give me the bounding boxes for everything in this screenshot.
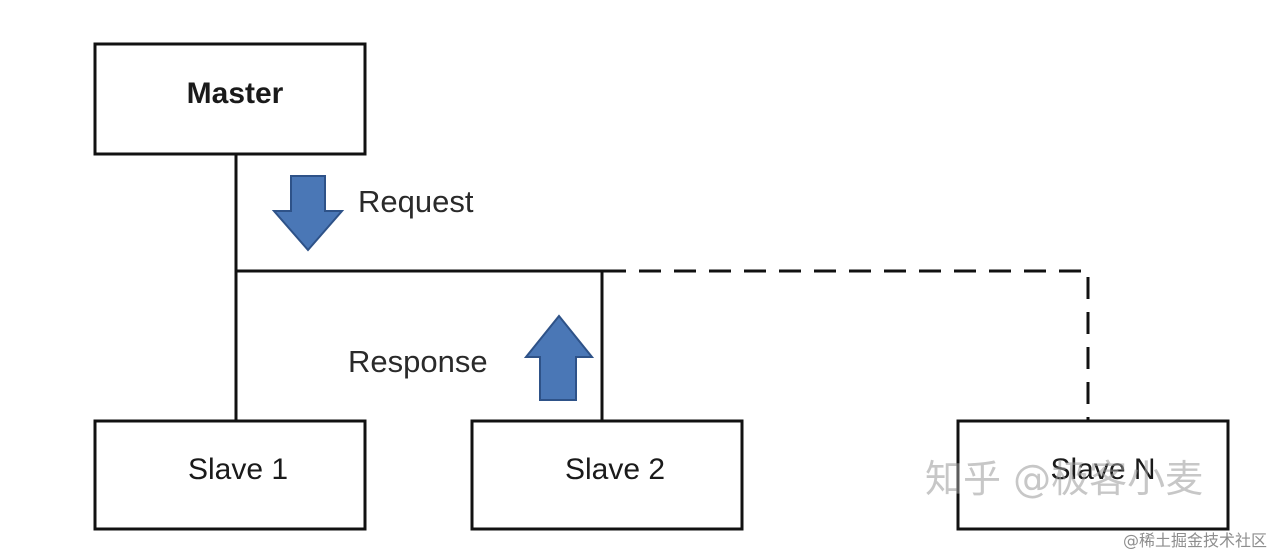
slave1-label: Slave 1	[188, 453, 288, 486]
slave2-label: Slave 2	[565, 453, 665, 486]
slaveN-box	[956, 419, 1230, 531]
footer-watermark: @稀土掘金技术社区	[1122, 531, 1267, 550]
slave2-box	[470, 419, 744, 531]
master-box	[93, 42, 367, 156]
watermark-text: 知乎 @极客小麦	[925, 457, 1203, 501]
request-label: Request	[358, 184, 474, 219]
slaveN-dashed-line	[604, 269, 1090, 421]
slaveN-label: Slave N	[1050, 453, 1155, 486]
request-arrow-icon	[271, 175, 345, 252]
master-label: Master	[187, 77, 284, 110]
slave1-box	[93, 419, 367, 531]
response-arrow-icon	[523, 314, 595, 401]
response-label: Response	[348, 344, 488, 379]
